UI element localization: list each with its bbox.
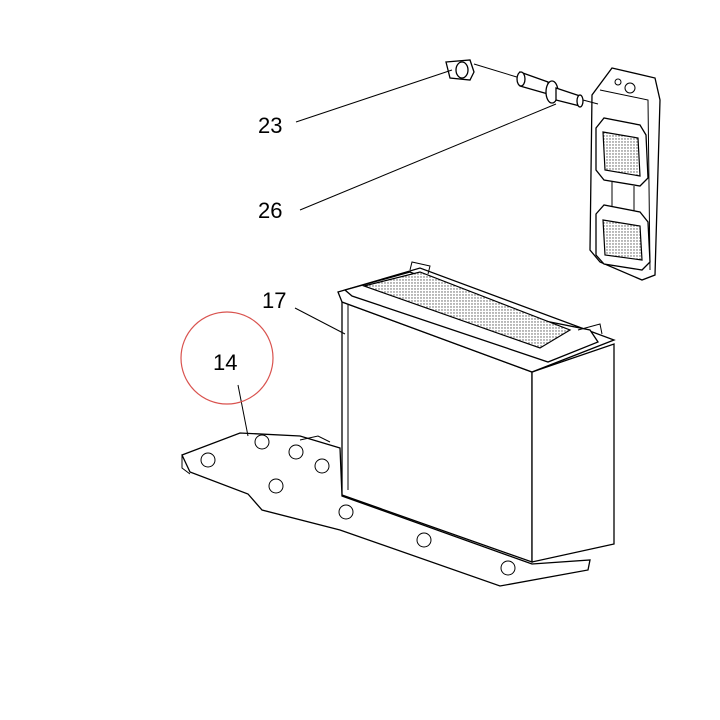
leader-line-26 [299,103,557,211]
lower-plug [595,204,651,271]
leader-line-14 [237,384,249,437]
pin-26 [516,71,599,108]
leader-line-23 [295,69,453,123]
highlight-circle [180,311,274,405]
leader-line-17 [294,307,346,335]
callout-17: 17 [262,288,286,313]
callout-23: 23 [258,113,282,138]
control-unit-box [337,261,616,563]
base-plate [181,432,591,587]
connector-bracket [589,67,661,281]
callout-26: 26 [258,198,282,223]
callout-14[interactable]: 14 [213,350,237,375]
fastener-23 [445,59,521,81]
upper-plug [595,117,649,187]
